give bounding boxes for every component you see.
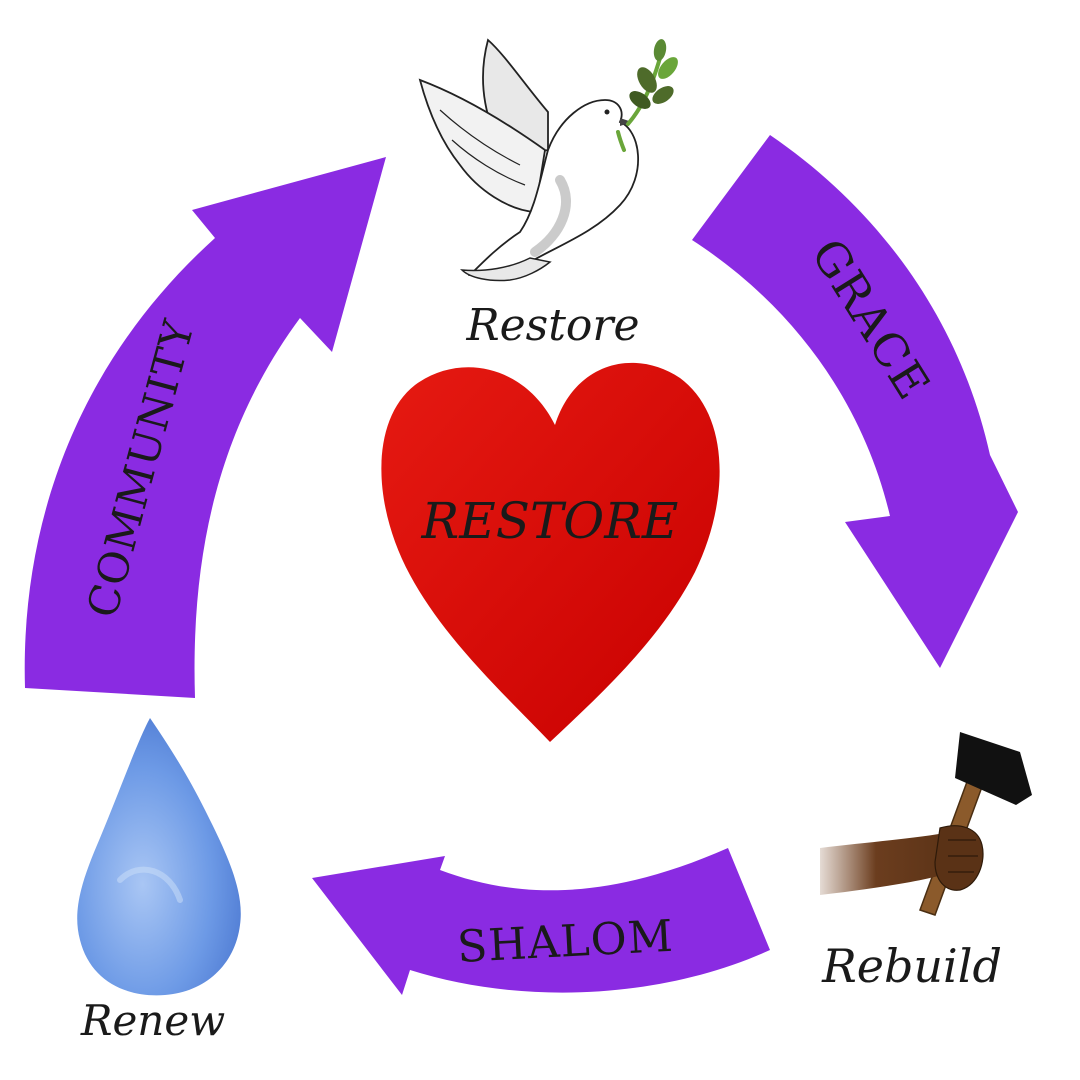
center-label: RESTORE [421,492,679,550]
center-heart: RESTORE [381,362,720,742]
shalom-arrow-shape [312,848,770,995]
shalom-arrow: SHALOM [312,848,770,995]
community-arrow: COMMUNITY [24,157,387,698]
left-node-label: Renew [80,996,225,1045]
water-drop-icon [77,718,241,996]
grace-arrow-shape [692,135,1018,668]
top-node-label: Restore [466,300,640,351]
dove-with-olive-branch-icon [418,38,678,282]
hand-holding-hammer-icon [820,732,1032,916]
shalom-arrow-label: SHALOM [456,911,675,973]
right-node-label: Rebuild [821,939,1002,993]
community-arrow-shape [24,157,387,698]
heart-shape [381,362,720,742]
grace-arrow: GRACE [692,135,1018,668]
